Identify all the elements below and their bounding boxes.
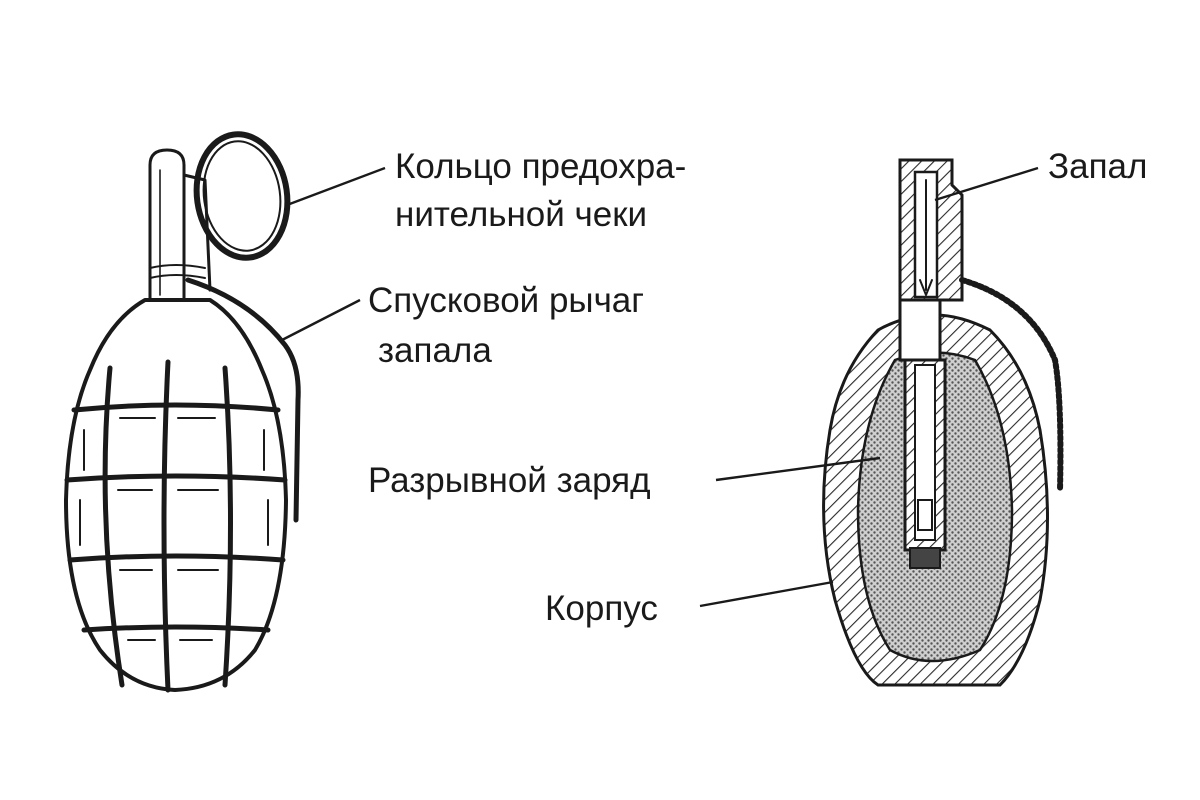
grenade-cross-section bbox=[822, 158, 1064, 687]
label-ring-line1: Кольцо предохра- bbox=[395, 147, 686, 186]
leader-charge bbox=[715, 456, 881, 482]
label-lever-line2: запала bbox=[378, 331, 492, 370]
safety-ring bbox=[193, 131, 291, 261]
section-fuze bbox=[898, 170, 947, 569]
leader-lever bbox=[281, 298, 361, 342]
fuze-stem bbox=[148, 148, 212, 302]
safety-lever bbox=[185, 277, 301, 523]
leader-body bbox=[699, 580, 834, 608]
grenade-body bbox=[64, 298, 288, 692]
grenade-external-view bbox=[64, 131, 301, 693]
leader-ring bbox=[286, 166, 386, 207]
label-lever-line1: Спусковой рычаг bbox=[368, 281, 644, 320]
section-lever bbox=[959, 277, 1064, 493]
leader-fuze bbox=[934, 166, 1039, 202]
label-fuze: Запал bbox=[1048, 147, 1147, 186]
body-segments bbox=[64, 359, 288, 693]
label-charge: Разрывной заряд bbox=[368, 461, 651, 500]
label-ring-line2: нительной чеки bbox=[395, 195, 647, 234]
label-body: Корпус bbox=[545, 589, 658, 628]
